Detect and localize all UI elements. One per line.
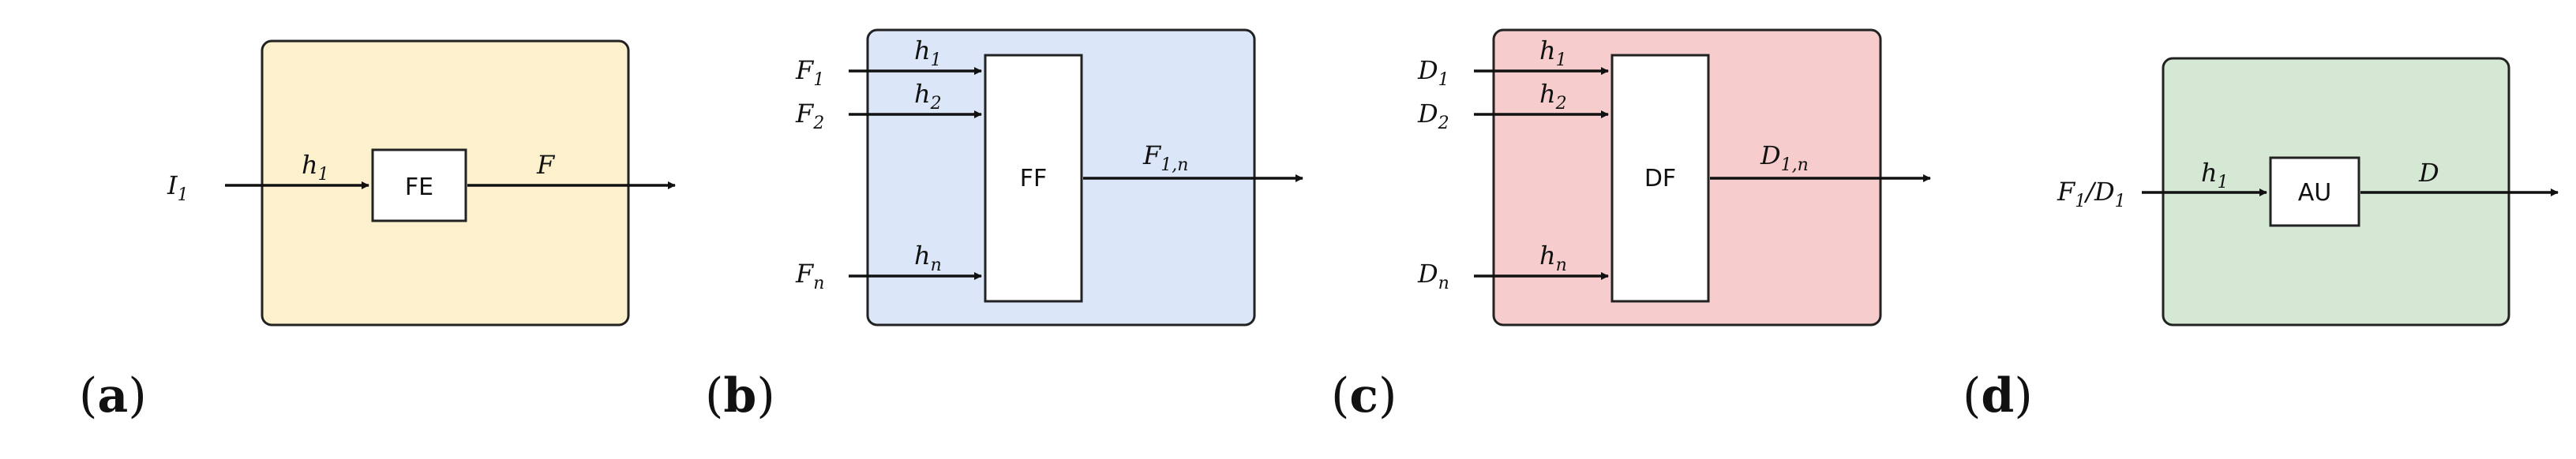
- input-f2-label: F2: [795, 99, 824, 133]
- fe-block: [371, 148, 467, 222]
- hidden-h1-label: h1: [914, 35, 942, 70]
- caption-d: (d): [1963, 368, 2033, 424]
- input-d2-label: D2: [1417, 99, 1449, 133]
- input-d1-label: D1: [1417, 55, 1449, 90]
- ff-block-label: FF: [1020, 165, 1048, 192]
- panel-a: FE I1 h1 F (a): [79, 39, 676, 424]
- hidden-h2-label: h2: [914, 79, 942, 114]
- caption-a: (a): [79, 368, 147, 424]
- au-block: [2269, 156, 2360, 227]
- output-f1n-label: F1,n: [1142, 140, 1188, 175]
- hidden-hn-label: hn: [1539, 241, 1567, 275]
- input-f1-d1-label: F1/D1: [2057, 177, 2126, 211]
- df-block-label: DF: [1644, 165, 1676, 192]
- fe-block-label: FE: [405, 174, 433, 201]
- caption-b: (b): [705, 368, 775, 424]
- hidden-h1-label: h1: [2201, 158, 2229, 192]
- input-fn-label: Fn: [795, 259, 824, 293]
- panel-d: AU F1/D1 h1 D (d): [1963, 57, 2559, 424]
- output-d-label: D: [2418, 158, 2439, 188]
- output-d1n-label: D1,n: [1760, 140, 1809, 175]
- hidden-hn-label: hn: [914, 241, 942, 275]
- hidden-h2-label: h2: [1539, 79, 1567, 114]
- caption-c: (c): [1331, 368, 1397, 424]
- panel-c: DF D1 D2 Dn h1 h2 hn D1,n (c): [1331, 28, 1931, 424]
- panel-b: FF F1 F2 Fn h1 h2 hn F1,n (b): [705, 28, 1303, 424]
- input-i1-label: I1: [167, 170, 189, 205]
- ff-block: [984, 54, 1083, 303]
- input-dn-label: Dn: [1417, 259, 1449, 293]
- input-f1-label: F1: [795, 55, 824, 90]
- df-block: [1610, 54, 1710, 303]
- au-block-label: AU: [2298, 179, 2331, 207]
- hidden-h1-label: h1: [302, 150, 329, 185]
- hidden-h1-label: h1: [1539, 35, 1567, 70]
- output-f-label: F: [536, 150, 556, 180]
